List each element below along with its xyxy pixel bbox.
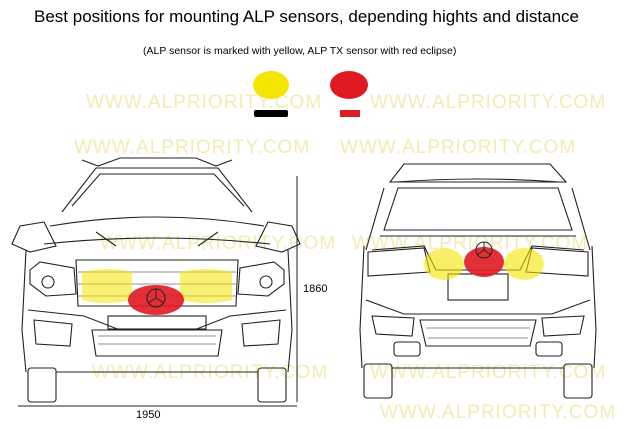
- rear-view: [359, 163, 597, 399]
- diagram-subtitle: (ALP sensor is marked with yellow, ALP T…: [143, 45, 457, 57]
- alp-sensor-legend-swatch: [253, 71, 289, 99]
- front-alp-sensor-right: [180, 269, 232, 303]
- alp-tx-sensor-legend-bar: [340, 110, 360, 117]
- alp-sensor-legend-bar: [254, 110, 288, 117]
- legend: [253, 71, 368, 117]
- front-alp-tx-sensor: [128, 285, 184, 315]
- watermark: WWW.ALPRIORITY.COM: [370, 362, 607, 383]
- watermark: WWW.ALPRIORITY.COM: [74, 137, 311, 158]
- front-alp-sensor-left: [82, 269, 132, 303]
- alp-tx-sensor-legend-swatch: [330, 71, 368, 99]
- front-view: [11, 157, 301, 403]
- rear-alp-sensor-right: [504, 248, 544, 280]
- watermark: WWW.ALPRIORITY.COM: [380, 402, 617, 423]
- rear-mercedes-star-icon: [475, 241, 493, 259]
- front-mercedes-star-icon: [146, 288, 166, 308]
- height-dimension-label: 1860: [303, 283, 328, 295]
- watermark: WWW.ALPRIORITY.COM: [370, 92, 607, 113]
- diagram-title: Best positions for mounting ALP sensors,…: [34, 7, 579, 26]
- rear-alp-sensor-left: [424, 248, 464, 280]
- watermark: WWW.ALPRIORITY.COM: [340, 137, 577, 158]
- rear-alp-tx-sensor: [464, 247, 504, 277]
- width-dimension-label: 1950: [136, 409, 161, 421]
